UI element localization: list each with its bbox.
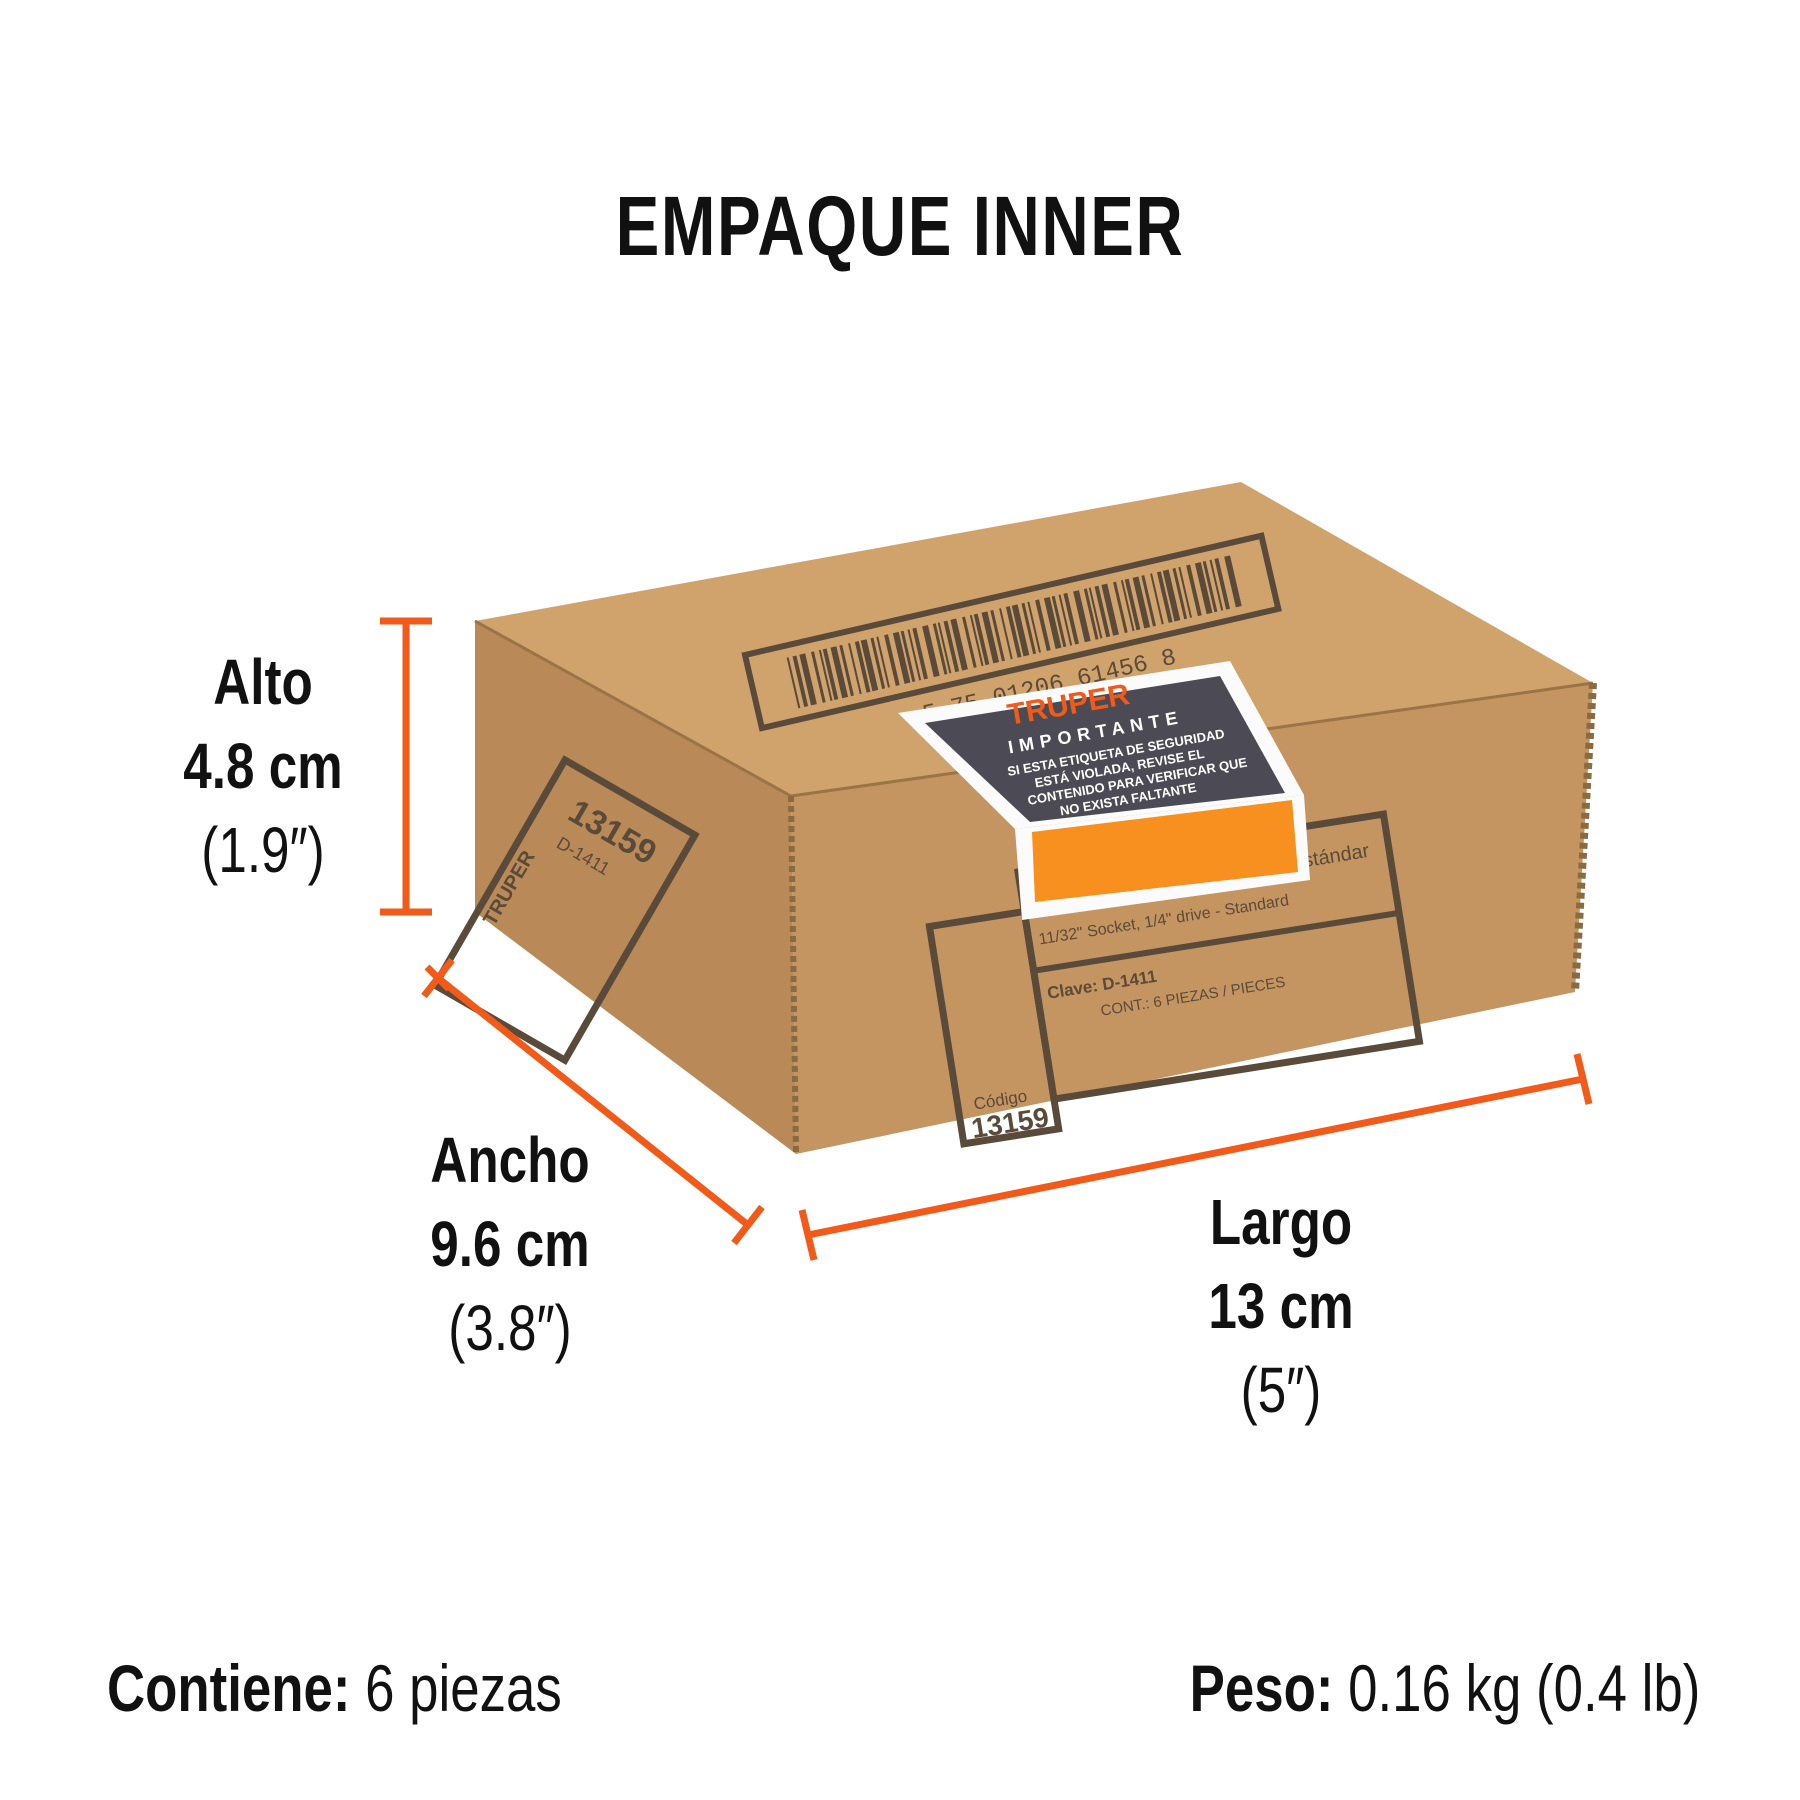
alto-metric: 4.8 cm: [183, 730, 343, 802]
barcode-bar: [943, 620, 960, 673]
barcode-bar: [1073, 590, 1091, 643]
barcode-bar: [962, 616, 977, 668]
barcode-bar: [1027, 601, 1041, 653]
barcode-bar: [839, 644, 854, 697]
barcode-bar: [1186, 564, 1202, 617]
largo-metric: 13 cm: [1208, 1270, 1354, 1342]
barcode-bar: [1202, 560, 1218, 613]
largo-imperial: (5″): [1240, 1354, 1322, 1426]
barcode-bar: [1043, 596, 1062, 649]
barcode-bar: [1035, 599, 1051, 651]
box-top-face: [475, 482, 1593, 796]
barcode-bar: [786, 657, 801, 709]
alto-imperial: (1.9″): [201, 814, 325, 886]
barcode-bar: [1011, 604, 1030, 657]
ancho-bracket: [421, 957, 765, 1246]
barcode-bar: [932, 623, 948, 675]
largo-bracket: [798, 1053, 1593, 1261]
weight-info: Peso: 0.16 kg (0.4 lb): [1189, 1650, 1700, 1726]
barcode-bar: [1178, 566, 1193, 618]
barcode-bar: [1063, 592, 1079, 645]
barcode-bar: [1150, 573, 1164, 625]
box-left-face: [475, 621, 796, 1154]
barcode-bar: [848, 643, 862, 695]
barcode-bar: [822, 648, 839, 701]
barcode-bar: [860, 639, 879, 692]
barcode-bar: [1141, 575, 1156, 627]
barcode-bar: [912, 627, 928, 680]
barcode-bar: [818, 649, 833, 701]
barcode-bar: [892, 631, 911, 684]
barcode-bar: [999, 608, 1013, 660]
barcode-bar: [937, 622, 952, 674]
barcode-bar: [973, 613, 990, 666]
barcode-bar: [1209, 559, 1224, 611]
barcode-bar: [1021, 602, 1037, 655]
weight-label: Peso:: [1189, 1651, 1334, 1725]
alto-bracket: [380, 617, 432, 916]
weight-value: 0.16 kg (0.4 lb): [1347, 1651, 1700, 1725]
barcode-bar: [900, 630, 916, 683]
barcode-bar: [830, 646, 849, 699]
barcode-bar: [1224, 555, 1242, 608]
barcode-bar: [1083, 588, 1099, 640]
barcode-bar: [907, 629, 922, 681]
barcode-bar: [1172, 567, 1188, 620]
ancho-dimension: Ancho 9.6 cm (3.8″): [350, 1118, 670, 1370]
barcode-bar: [792, 655, 809, 708]
barcode-bar: [1214, 558, 1231, 610]
ancho-imperial: (3.8″): [448, 1292, 572, 1364]
barcode-bar: [1120, 580, 1135, 632]
barcode-bar: [1124, 578, 1141, 631]
largo-label: Largo: [1209, 1186, 1353, 1258]
largo-dimension: Largo 13 cm (5″): [1121, 1180, 1441, 1432]
barcode-bar: [1101, 583, 1119, 636]
barcode-bar: [799, 653, 817, 706]
barcode-bar: [1051, 595, 1067, 648]
barcode-bar: [876, 636, 890, 688]
barcode-bar: [811, 651, 826, 703]
barcode-bar: [981, 611, 1000, 664]
barcode-bar: [1194, 562, 1213, 615]
contents-label: Contiene:: [107, 1651, 351, 1725]
barcode-bar: [1162, 569, 1181, 622]
ancho-metric: 9.6 cm: [430, 1208, 590, 1280]
alto-dimension: Alto 4.8 cm (1.9″): [103, 640, 423, 892]
contents-info: Contiene: 6 piezas: [107, 1650, 562, 1726]
barcode-bar: [990, 610, 1005, 662]
barcode-bar: [1005, 606, 1022, 658]
barcode-bar: [1156, 571, 1173, 623]
barcode-bar: [922, 625, 940, 678]
barcode-bar: [950, 618, 968, 671]
barcode-bar: [1094, 585, 1111, 638]
security-sticker: TRUPER IMPORTANTE SI ESTA ETIQUETA DE SE…: [898, 661, 1310, 920]
barcode-bar: [969, 614, 984, 667]
barcode-bar: [884, 634, 900, 686]
barcode-bar: [1088, 587, 1103, 639]
alto-label: Alto: [213, 646, 313, 718]
barcode-bar: [1132, 576, 1151, 629]
contents-value: 6 piezas: [365, 1651, 562, 1725]
barcode-bar: [1113, 581, 1128, 634]
barcode-bar: [854, 641, 871, 693]
page-title: EMPAQUE INNER: [615, 179, 1185, 273]
ancho-label: Ancho: [430, 1124, 590, 1196]
barcode-bar: [870, 637, 886, 690]
barcode-bar: [1058, 594, 1073, 646]
